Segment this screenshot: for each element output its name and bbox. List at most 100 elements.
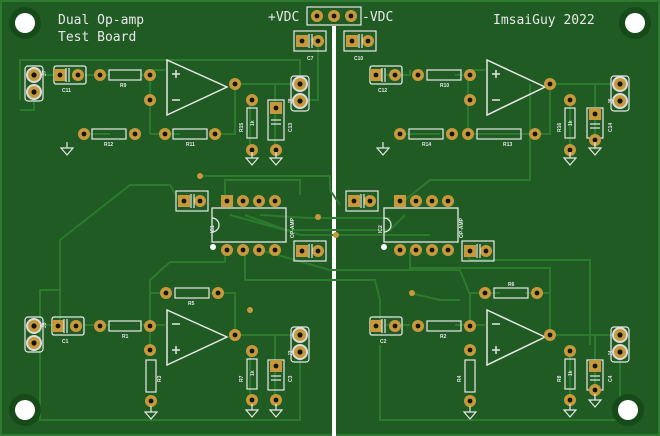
capacitor-ic2-bottom[interactable]	[461, 240, 495, 262]
label-r8-value: 1k	[568, 370, 574, 376]
resistor-r1[interactable]	[94, 320, 156, 332]
ic2-socket[interactable]	[383, 195, 459, 256]
resistor-r8[interactable]	[564, 345, 576, 406]
label-r15: R15	[239, 123, 245, 132]
resistor-r14[interactable]	[394, 128, 458, 140]
jack-j6[interactable]	[610, 75, 630, 112]
label-r9: R9	[120, 83, 127, 89]
label-r13: R13	[503, 142, 512, 148]
capacitor-c12[interactable]	[369, 65, 403, 85]
capacitor-c14[interactable]	[586, 107, 604, 146]
label-r2: R2	[440, 334, 447, 340]
label-r6: R6	[508, 282, 515, 288]
via	[409, 290, 415, 296]
resistor-r16[interactable]	[564, 94, 576, 156]
label-r7: R7	[239, 375, 245, 382]
resistor-r6[interactable]	[479, 287, 543, 299]
label-j4: J4	[608, 350, 614, 356]
label-ic1-type: OP-AMP	[290, 217, 296, 238]
resistor-r15[interactable]	[246, 94, 258, 156]
author-label: ImsaiGuy 2022	[493, 13, 595, 28]
mounting-hole-tr	[619, 7, 651, 39]
resistor-r5[interactable]	[160, 287, 224, 299]
label-c7: C7	[307, 56, 314, 62]
resistor-r11[interactable]	[159, 128, 221, 140]
title-line1: Dual Op-amp	[58, 13, 144, 28]
capacitor-c10[interactable]	[343, 30, 377, 52]
label-j5: J5	[42, 322, 48, 328]
label-r15-value: 1k	[250, 120, 256, 126]
pad-opamp2-out	[544, 78, 556, 90]
pad-opamp1-out	[229, 78, 241, 90]
label-c3: C3	[288, 375, 294, 382]
label-c11: C11	[62, 88, 71, 94]
label-j3: J3	[288, 350, 294, 356]
pad-opamp3-out	[229, 329, 241, 341]
opamp-symbol-2	[486, 58, 547, 117]
vdc-negative-label: -VDC	[362, 10, 393, 25]
jack-j7[interactable]	[24, 65, 44, 102]
label-r4: R4	[457, 375, 463, 382]
pin1-marker	[210, 244, 216, 250]
label-r12: R12	[104, 142, 113, 148]
vdc-positive-label: +VDC	[268, 10, 299, 25]
label-c13: C13	[288, 123, 294, 132]
via	[315, 214, 321, 220]
resistor-r4[interactable]	[464, 359, 476, 407]
label-r10: R10	[440, 83, 449, 89]
label-ic2-type: OP-AMP	[459, 217, 465, 238]
resistor-r2[interactable]	[412, 320, 476, 332]
label-r11: R11	[186, 142, 195, 148]
resistor-r7[interactable]	[246, 345, 258, 406]
capacitor-c3[interactable]	[267, 359, 285, 406]
capacitor-ic1-top[interactable]	[175, 190, 209, 212]
opamp-symbol-1	[166, 58, 229, 117]
label-c1: C1	[62, 339, 69, 345]
power-connector[interactable]	[306, 6, 362, 26]
resistor-r12[interactable]	[78, 128, 141, 140]
via	[247, 307, 253, 313]
jack-j3[interactable]	[290, 326, 310, 363]
label-j7: J7	[42, 70, 48, 76]
opamp-symbol-4	[486, 308, 547, 367]
pad-opamp3-pos	[144, 344, 156, 356]
label-c12: C12	[378, 88, 387, 94]
capacitor-c13[interactable]	[267, 99, 285, 156]
mounting-hole-bl	[9, 394, 41, 426]
jack-j5[interactable]	[24, 316, 44, 353]
label-r7-value: 1k	[250, 370, 256, 376]
label-r14: R14	[422, 142, 431, 148]
resistor-r10[interactable]	[412, 69, 476, 81]
pad-opamp1-inv	[144, 94, 156, 106]
capacitor-c11[interactable]	[53, 65, 87, 85]
label-j6: J6	[608, 98, 614, 104]
capacitor-c2[interactable]	[369, 316, 403, 336]
label-r5: R5	[188, 301, 195, 307]
capacitor-c1[interactable]	[51, 316, 85, 336]
resistor-r3[interactable]	[145, 359, 157, 407]
label-r1: R1	[122, 334, 129, 340]
title-line2: Test Board	[58, 30, 136, 45]
opamp-symbol-3	[166, 308, 229, 367]
label-c2: C2	[380, 339, 387, 345]
label-c4: C4	[608, 375, 614, 382]
resistor-r9[interactable]	[94, 69, 156, 81]
label-c10: C10	[354, 56, 363, 62]
label-r8: R8	[557, 375, 563, 382]
mounting-hole-br	[612, 394, 644, 426]
resistor-r13[interactable]	[462, 128, 541, 140]
jack-j8[interactable]	[290, 75, 310, 112]
pad-opamp2-inv	[464, 94, 476, 106]
capacitor-c7[interactable]	[293, 30, 327, 52]
pin1-marker	[381, 244, 387, 250]
capacitor-ic2-top[interactable]	[345, 190, 379, 212]
via	[333, 232, 339, 238]
capacitor-ic1-bottom[interactable]	[293, 240, 327, 262]
label-c14: C14	[608, 123, 614, 132]
ic1-socket[interactable]	[211, 195, 287, 256]
pad-opamp4-pos	[464, 344, 476, 356]
label-ic2: IC2	[378, 225, 384, 233]
jack-j4[interactable]	[610, 326, 630, 363]
capacitor-c4[interactable]	[586, 359, 604, 396]
